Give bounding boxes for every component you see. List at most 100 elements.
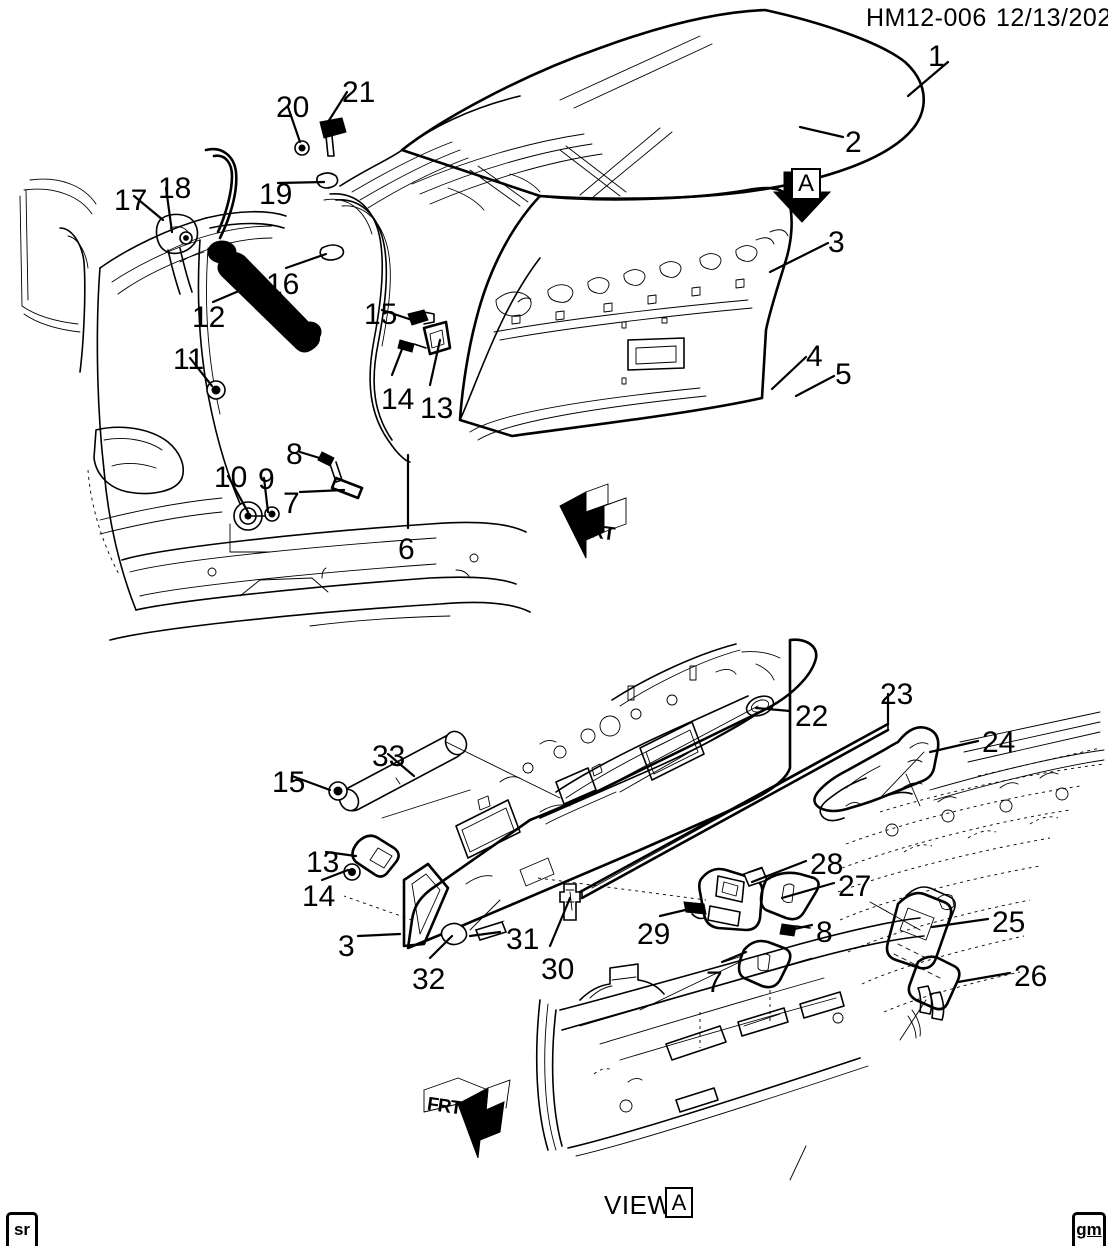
callout-leader xyxy=(188,356,214,388)
callout-leader xyxy=(132,194,165,222)
callout-leader xyxy=(298,488,346,494)
frt-label-lower: FRT xyxy=(425,1093,463,1120)
rear-window-glass xyxy=(400,8,925,200)
callout-number: 11 xyxy=(173,343,205,376)
callout-leader xyxy=(956,971,1012,984)
callout-leader xyxy=(326,90,349,124)
callout-number: 19 xyxy=(259,178,293,211)
callout-number: 13 xyxy=(420,392,454,425)
liftgate-control-module xyxy=(885,886,961,1039)
callout-number: 10 xyxy=(214,461,248,494)
callout-number: 7 xyxy=(283,487,300,520)
view-letter-box: A xyxy=(665,1187,693,1218)
callout-number: 8 xyxy=(816,916,833,949)
callout-leader xyxy=(211,283,255,304)
callout-number: 15 xyxy=(272,766,306,799)
callout-number: 25 xyxy=(992,906,1026,939)
callout-leader xyxy=(226,474,250,514)
gas-strut-lower xyxy=(338,730,468,812)
callout-leader xyxy=(768,241,830,274)
callout-leader xyxy=(780,881,836,900)
callout-number: 9 xyxy=(258,463,275,496)
callout-leader xyxy=(428,934,454,960)
callout-leader xyxy=(658,904,704,918)
callout-leader xyxy=(324,850,358,858)
frt-marker-lower xyxy=(423,1077,511,1159)
callout-number: 4 xyxy=(806,340,823,373)
callout-number: 27 xyxy=(838,870,872,903)
callout-leader xyxy=(276,180,326,185)
fasteners-upper-left xyxy=(206,117,452,553)
callout-number: 21 xyxy=(342,76,376,109)
lower-left-fasteners xyxy=(328,781,581,946)
liftgate-seal-strip xyxy=(578,722,890,900)
view-a-letter-box: A xyxy=(791,168,821,200)
callout-number: 30 xyxy=(541,953,575,986)
callout-leader xyxy=(928,739,980,754)
liftgate-inner-panel xyxy=(402,638,818,950)
drawing-number: HM12-006 xyxy=(866,4,987,32)
liftgate-weatherstrip xyxy=(323,193,411,463)
liftgate-latch-assembly xyxy=(683,866,820,989)
callout-number: 13 xyxy=(306,846,340,879)
callout-leader xyxy=(770,355,808,391)
callout-leader xyxy=(386,752,416,778)
gm-logo: gm xyxy=(1072,1212,1106,1246)
callout-leader xyxy=(164,186,174,234)
gas-strut-upper xyxy=(204,147,322,353)
callout-leader xyxy=(754,706,792,713)
liftgate-hinge-bracket xyxy=(813,726,940,822)
callout-number: 14 xyxy=(381,383,415,416)
callout-number: 33 xyxy=(372,740,406,773)
drawing-date: 12/13/2023 xyxy=(996,4,1108,32)
view-label: VIEW xyxy=(604,1190,673,1220)
callout-leader xyxy=(356,932,402,938)
callout-number: 6 xyxy=(398,533,415,566)
callout-leader xyxy=(794,374,836,398)
callout-leader-lines xyxy=(132,60,1012,984)
callout-number: 20 xyxy=(276,91,310,124)
sr-stamp: sr xyxy=(6,1212,38,1246)
callout-leader xyxy=(284,252,328,270)
callout-number: 24 xyxy=(982,726,1016,759)
callout-leader xyxy=(906,60,950,98)
phantom-lines xyxy=(343,705,927,1181)
liftgate-hinge-assembly xyxy=(155,213,199,295)
frt-marker-upper xyxy=(559,483,627,559)
callout-number: 12 xyxy=(192,301,226,334)
callout-number: 2 xyxy=(845,126,862,159)
callout-leader xyxy=(290,774,332,792)
callout-leader xyxy=(468,930,502,938)
callout-leader xyxy=(548,896,572,948)
callout-leader xyxy=(930,917,990,929)
vehicle-body-left-side xyxy=(19,178,531,641)
callout-number: 5 xyxy=(835,358,852,391)
callout-number: 1 xyxy=(928,40,945,73)
rear-body-structure xyxy=(535,711,1105,1157)
callout-leader xyxy=(720,950,748,964)
callout-leader xyxy=(390,342,406,377)
callout-leader xyxy=(428,338,442,387)
callout-number: 28 xyxy=(810,848,844,881)
roof-opening-structure xyxy=(339,95,627,211)
callout-number: 22 xyxy=(795,700,829,733)
callout-number: 31 xyxy=(506,923,540,956)
callout-number: 32 xyxy=(412,963,446,996)
callout-number: 26 xyxy=(1014,960,1048,993)
callout-number: 14 xyxy=(302,880,336,913)
liftgate-outer-panel xyxy=(458,186,793,441)
callout-leader xyxy=(798,125,845,139)
callout-number: 3 xyxy=(338,930,355,963)
callout-leader xyxy=(320,868,350,882)
callout-number: 3 xyxy=(828,226,845,259)
callout-leader xyxy=(750,859,808,884)
callout-leader xyxy=(380,308,414,322)
callout-number: 8 xyxy=(286,438,303,471)
callout-number: 29 xyxy=(637,918,671,951)
callout-number: 15 xyxy=(364,298,398,331)
callout-number: 23 xyxy=(880,678,914,711)
callout-number: 17 xyxy=(114,184,148,217)
callout-number: 18 xyxy=(158,172,192,205)
